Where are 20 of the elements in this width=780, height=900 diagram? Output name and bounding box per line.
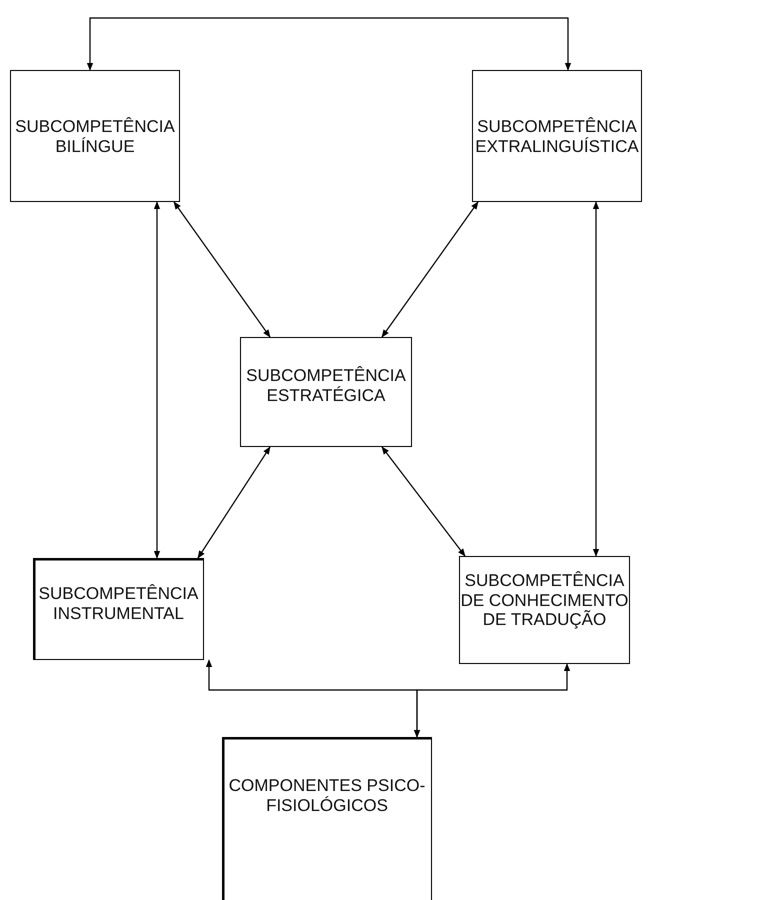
subcompetence-box — [33, 558, 204, 660]
box-label: SUBCOMPETÊNCIA DE CONHECIMENTO DE TRADUÇÃO — [460, 571, 629, 630]
double-arrow — [414, 663, 570, 738]
subcompetence-box — [10, 70, 180, 202]
double-arrow — [382, 446, 466, 557]
box-label: SUBCOMPETÊNCIA EXTRALINGUÍSTICA — [474, 117, 640, 156]
subcompetence-box — [222, 737, 432, 900]
subcompetence-box — [240, 337, 412, 447]
double-arrow — [86, 17, 572, 71]
subcompetence-box — [472, 70, 642, 202]
double-arrow — [154, 201, 160, 559]
double-arrow — [174, 201, 270, 338]
subcompetence-box — [459, 556, 630, 664]
box-label: COMPONENTES PSICO-FISIOLÓGICOS — [228, 776, 426, 816]
box-label: SUBCOMPETÊNCIA ESTRATÉGICA — [245, 366, 407, 406]
box-label: SUBCOMPETÊNCIA INSTRUMENTAL — [38, 584, 200, 624]
double-arrow — [382, 201, 478, 338]
double-arrow — [592, 201, 600, 557]
box-label: SUBCOMPETÊNCIA BILÍNGUE — [14, 117, 176, 156]
double-arrow — [198, 446, 270, 559]
